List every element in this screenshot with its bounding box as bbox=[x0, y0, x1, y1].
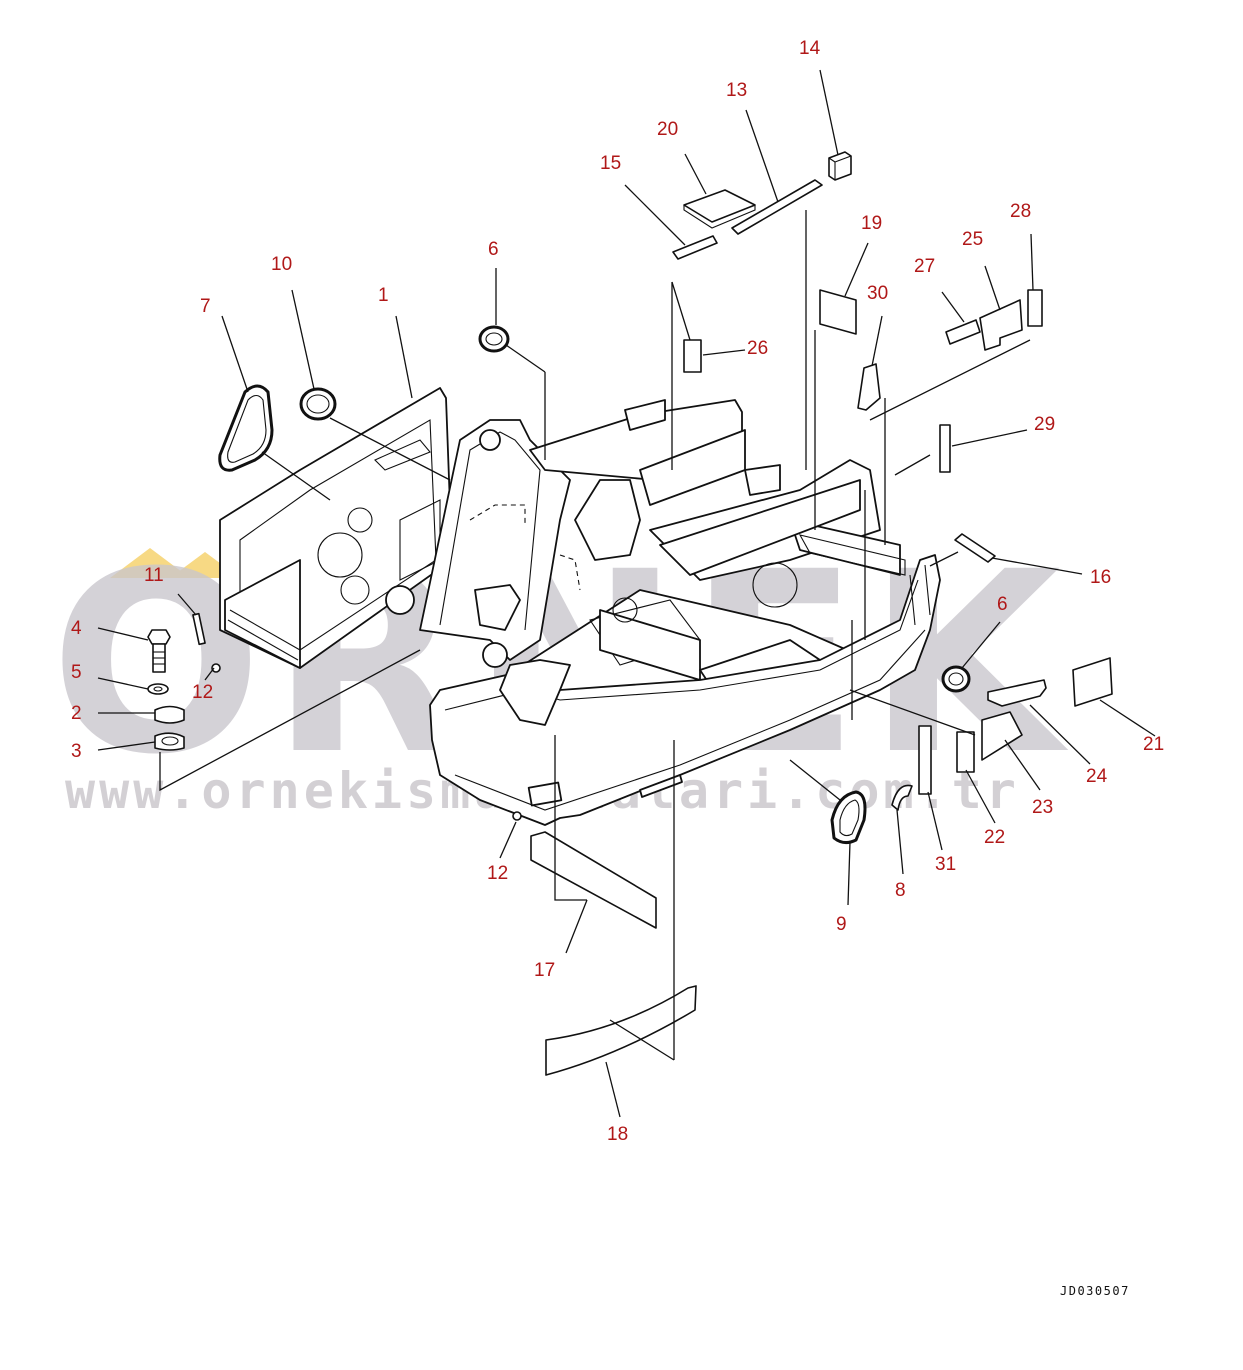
callout-13: 13 bbox=[726, 80, 747, 101]
callout-7: 7 bbox=[200, 296, 211, 317]
part-13-strip bbox=[731, 179, 823, 235]
part-12-nut-center bbox=[512, 811, 522, 821]
callout-23: 23 bbox=[1032, 797, 1053, 818]
part-24-pad bbox=[987, 679, 1047, 707]
part-2-plate bbox=[154, 705, 185, 724]
callout-1: 1 bbox=[378, 285, 389, 306]
callout-22: 22 bbox=[984, 827, 1005, 848]
callout-20: 20 bbox=[657, 119, 678, 140]
part-27-strip bbox=[945, 319, 981, 345]
callout-3: 3 bbox=[71, 741, 82, 762]
callout-16: 16 bbox=[1090, 567, 1111, 588]
callout-29: 29 bbox=[1034, 414, 1055, 435]
callout-9: 9 bbox=[836, 914, 847, 935]
part-14-block bbox=[828, 151, 852, 181]
callout-17: 17 bbox=[534, 960, 555, 981]
part-22-pad bbox=[956, 731, 975, 773]
callout-14: 14 bbox=[799, 38, 821, 59]
callout-10: 10 bbox=[271, 254, 292, 275]
part-19-pad bbox=[819, 289, 857, 335]
part-6-bushing-upper bbox=[478, 325, 510, 353]
callout-18: 18 bbox=[607, 1124, 628, 1145]
part-31-strip bbox=[918, 725, 932, 795]
part-25-bracket bbox=[979, 299, 1023, 351]
callouts: 7 10 1 6 20 13 15 14 19 30 26 27 25 28 2… bbox=[71, 38, 1164, 1145]
callout-21: 21 bbox=[1143, 734, 1164, 755]
part-29-strip bbox=[939, 424, 951, 473]
callout-12-left: 12 bbox=[192, 682, 213, 703]
part-5-washer bbox=[147, 683, 169, 695]
part-10-bushing bbox=[299, 387, 337, 421]
callout-19: 19 bbox=[861, 213, 882, 234]
callout-15: 15 bbox=[600, 153, 621, 174]
part-12-nut-left bbox=[211, 663, 221, 673]
leader-lines bbox=[97, 69, 1156, 1118]
callout-31: 31 bbox=[935, 854, 956, 875]
drawing-code: JD030507 bbox=[1060, 1284, 1130, 1298]
part-21-pad bbox=[1072, 657, 1113, 707]
part-3-plate bbox=[154, 732, 185, 751]
callout-26: 26 bbox=[747, 338, 768, 359]
watermark-logo-mark bbox=[110, 548, 190, 578]
part-17-panel bbox=[530, 831, 657, 929]
part-4-bolt bbox=[147, 629, 171, 673]
part-26-pad bbox=[683, 339, 702, 373]
callout-5: 5 bbox=[71, 662, 82, 683]
callout-12-center: 12 bbox=[487, 863, 508, 884]
callout-25: 25 bbox=[962, 229, 983, 250]
callout-2: 2 bbox=[71, 703, 82, 724]
callout-11: 11 bbox=[144, 565, 164, 586]
part-8-clip bbox=[891, 784, 913, 811]
part-15-strip bbox=[672, 235, 718, 260]
part-16-strip bbox=[954, 533, 996, 563]
callout-28: 28 bbox=[1010, 201, 1031, 222]
callout-6-upper: 6 bbox=[488, 239, 499, 260]
callout-6-right: 6 bbox=[997, 594, 1008, 615]
part-23-pad bbox=[981, 711, 1023, 761]
part-18-panel bbox=[545, 985, 697, 1076]
revolving-frame bbox=[219, 387, 941, 826]
callout-27: 27 bbox=[914, 256, 935, 277]
callout-4: 4 bbox=[71, 618, 82, 639]
callout-8: 8 bbox=[895, 880, 906, 901]
part-28-strip bbox=[1027, 289, 1043, 327]
part-6-bushing-right bbox=[941, 665, 971, 693]
callout-30: 30 bbox=[867, 283, 888, 304]
part-30-pad bbox=[857, 363, 881, 411]
callout-24: 24 bbox=[1086, 766, 1108, 787]
